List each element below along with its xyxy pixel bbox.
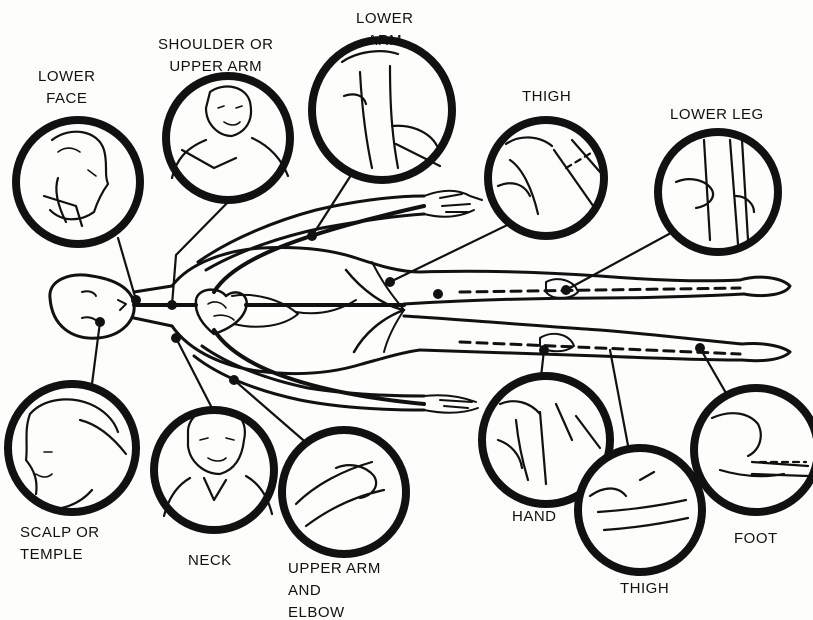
label-line: ARM — [356, 30, 414, 52]
inset-thigh-top — [488, 120, 604, 236]
inset-thigh-bottom — [578, 448, 702, 572]
label-line: LOWER — [38, 66, 96, 88]
leg-lower-outline — [404, 316, 742, 344]
face-detail — [82, 291, 126, 322]
label-line: SHOULDER OR — [158, 34, 274, 56]
foot-lower — [742, 343, 790, 360]
label-thigh-top: THIGH — [522, 86, 571, 108]
leg-upper-outline — [420, 271, 740, 281]
label-shoulder-or-upper-arm: SHOULDER OR UPPER ARM — [158, 34, 274, 78]
label-line: SCALP OR — [20, 522, 100, 544]
label-line: UPPER ARM — [158, 56, 274, 78]
label-upper-arm-and-elbow: UPPER ARM AND ELBOW — [288, 558, 381, 620]
inset-lower-face — [16, 120, 140, 244]
label-hand: HAND — [512, 506, 557, 528]
inset-neck — [154, 410, 274, 530]
label-neck: NECK — [188, 550, 232, 572]
heart-shape — [196, 290, 247, 334]
head-outline — [50, 275, 134, 338]
pressure-dot — [167, 300, 177, 310]
pressure-dot — [131, 295, 141, 305]
pressure-dot — [171, 333, 181, 343]
foot-upper — [740, 277, 790, 295]
pressure-dot — [433, 289, 443, 299]
inset-lower-arm — [312, 40, 452, 180]
label-line: LOWER — [356, 8, 414, 30]
inset-lower-leg — [658, 132, 778, 252]
label-scalp-or-temple: SCALP OR TEMPLE — [20, 522, 100, 566]
inset-foot — [694, 388, 813, 512]
inset-upper-arm-elbow — [282, 430, 406, 554]
pelvis-outline — [346, 270, 404, 352]
pressure-dot — [539, 345, 549, 355]
label-line: AND — [288, 580, 381, 602]
pressure-dot — [695, 343, 705, 353]
label-thigh-bottom: THIGH — [620, 578, 669, 600]
pressure-dot — [229, 375, 239, 385]
hand-top — [424, 191, 482, 217]
label-line: FACE — [38, 88, 96, 110]
label-line: ELBOW — [288, 602, 381, 620]
pressure-dot — [307, 231, 317, 241]
hand-bottom — [424, 395, 478, 413]
label-lower-face: LOWER FACE — [38, 66, 96, 110]
pressure-dot — [385, 277, 395, 287]
label-lower-arm: LOWER ARM — [356, 8, 414, 52]
pressure-dot — [561, 285, 571, 295]
label-line: UPPER ARM — [288, 558, 381, 580]
inset-shoulder — [166, 76, 290, 200]
label-line: TEMPLE — [20, 544, 100, 566]
label-lower-leg: LOWER LEG — [670, 104, 764, 126]
pressure-dot — [95, 317, 105, 327]
label-foot: FOOT — [734, 528, 778, 550]
